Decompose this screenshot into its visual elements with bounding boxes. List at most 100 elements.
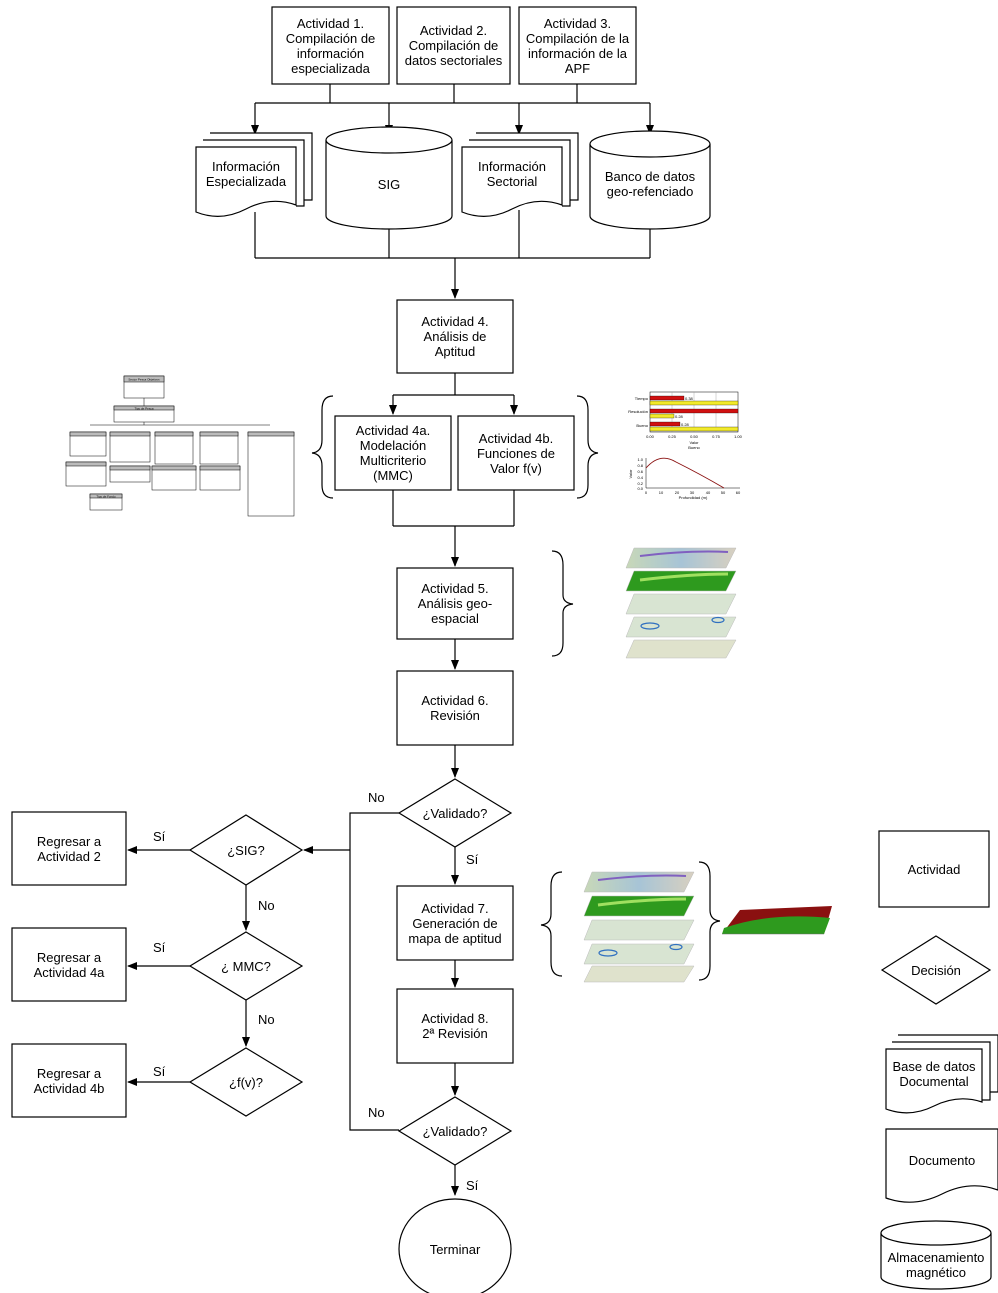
info-sectorial-label: Información Sectorial [478,159,546,189]
banco-datos-cylinder [589,130,711,230]
info-sectorial-docs [461,132,579,217]
decision-validado-2-label: ¿Validado? [422,1123,488,1139]
back-to-activity-4b-box [11,1043,127,1118]
activity-5-label: Actividad 5. Análisis geo- espacial [417,581,493,626]
legend-decision-diamond [880,935,992,1005]
info-especializada-label: Información Especializada [205,159,287,189]
back-to-activity-4b-label: Regresar a Actividad 4b [33,1065,105,1096]
brace-7-right [698,861,721,981]
curve-xtick-3: 30 [690,490,695,495]
edge-no-sig: No [258,898,275,913]
legend-decision-label: Decisión [911,962,961,978]
legend-activity-box [878,830,990,908]
decision-mmc-label: ¿ MMC? [221,958,271,974]
activity-4b-box [457,415,575,491]
back-to-activity-2-label: Regresar a Actividad 2 [36,833,102,864]
bar-label-1: 0.28 [675,414,684,419]
activity-2-box [396,6,511,85]
curve-xtick-0: 0 [645,490,648,495]
activity-3-box [518,6,637,85]
bar-cat-2: Bueno [636,423,648,428]
activity-4a-box [334,415,452,491]
end-label: Terminar [429,1241,481,1257]
legend-document [885,1128,998,1203]
activity-4-label: Actividad 4. Análisis de Aptitud [421,314,489,359]
activity-8-label: Actividad 8. 2ª Revisión [421,1011,489,1041]
activity-6-label: Actividad 6. Revisión [421,693,489,723]
curve-xlabel: Profundidad (m) [679,495,708,500]
brace-5 [551,550,574,657]
decision-fv-label: ¿f(v)? [229,1074,263,1090]
bar-label-2: 0.28 [681,422,690,427]
decision-fv [188,1047,304,1117]
bar-cat-1: Resolución [628,409,648,414]
activity-5-box [396,567,514,640]
bar-chart-thumbnail: Tiempo Resolución Bueno 0.38 0.28 0.28 0… [628,391,743,450]
hierarchy-leaf-label: Tipo de Fondo [96,495,116,499]
edge-no-validado-2: No [368,1105,385,1120]
activity-3-label: Actividad 3. Compilación de la informaci… [525,15,630,76]
legend-document-label: Documento [908,1152,976,1168]
activity-4a-label: Actividad 4a. Modelación Multicriterio (… [355,423,431,483]
activity-2-label: Actividad 2. Compilación de datos sector… [404,23,503,68]
activity-4b-label: Actividad 4b. Funciones de Valor f(v) [476,430,556,476]
curve-ytick-4: 0.2 [637,481,643,486]
info-especializada-docs [195,132,313,217]
bar-tick-1: 0.25 [668,434,677,439]
curve-chart-thumbnail: 1.0 0.8 0.6 0.4 0.2 0.0 0 10 20 30 40 50… [628,457,741,500]
bar-tick-2: 0.50 [690,434,699,439]
edge-si-mmc: Sí [153,940,166,955]
edge-si-validado-2: Sí [466,1178,479,1193]
legend-activity-label: Actividad [907,861,961,877]
activity-4-box [396,299,514,374]
activity-8-box [396,988,514,1064]
edge-si-sig: Sí [153,829,166,844]
activity-1-label: Actividad 1. Compilación de información … [285,15,376,76]
back-to-activity-4a-label: Regresar a Actividad 4a [33,949,105,980]
banco-datos-label: Banco de datos geo-refenciado [604,169,696,199]
decision-validado-1-label: ¿Validado? [422,805,488,821]
activity-7-label: Actividad 7. Generación de mapa de aptit… [408,900,502,946]
activity-6-box [396,670,514,746]
legend-db-docs [885,1034,998,1114]
bar-tick-4: 1.00 [734,434,743,439]
curve-xtick-4: 40 [706,490,711,495]
legend-cylinder [880,1220,992,1290]
decision-sig-label: ¿SIG? [227,842,265,858]
bar-tick-0: 0.00 [646,434,655,439]
curve-xtick-6: 60 [736,490,741,495]
edge-si-fv: Sí [153,1064,166,1079]
brace-7-left [540,871,563,977]
map-stack-activity-7 [583,871,695,983]
bar-tick-3: 0.75 [712,434,721,439]
curve-xtick-2: 20 [675,490,680,495]
end-terminal [398,1198,512,1293]
edge-si-validado-1: Sí [466,852,479,867]
edge-no-mmc: No [258,1012,275,1027]
back-to-activity-4a-box [11,927,127,1002]
bar-label-0: 0.38 [685,396,694,401]
curve-ylabel: Valor [628,469,633,479]
edge-no-validado-1: No [368,790,385,805]
aptitude-map-thumbnail [722,906,832,935]
bar-xlabel: Valor [689,440,699,445]
legend-storage-label: Almacenamiento magnético [887,1250,985,1280]
curve-ytick-0: 1.0 [637,457,643,462]
bar-xsub: Bueno [688,445,700,450]
legend-db-label: Base de datos Documental [892,1059,976,1089]
activity-1-box [271,6,390,85]
bar-cat-0: Tiempo [635,396,649,401]
curve-ytick-1: 0.8 [637,463,643,468]
curve-ytick-3: 0.4 [637,475,643,480]
hierarchy-thumbnail [65,375,295,517]
sig-label: SIG [377,176,401,192]
curve-ytick-2: 0.6 [637,469,643,474]
hierarchy-level2-label: Tipo de Pesca [134,407,153,411]
curve-ytick-5: 0.0 [637,486,643,491]
right-brace-4 [576,395,599,499]
left-brace-4 [311,395,334,499]
back-to-activity-2-box [11,811,127,886]
curve-xtick-1: 10 [659,490,664,495]
curve-xtick-5: 50 [721,490,726,495]
